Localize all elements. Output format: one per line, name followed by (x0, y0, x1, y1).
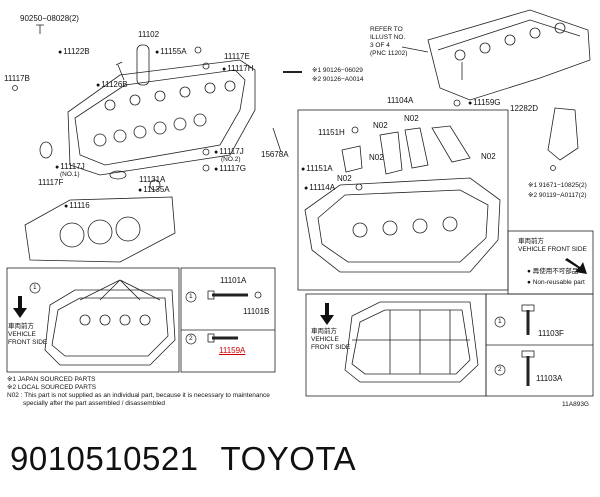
label-n02-e: N02 (481, 152, 496, 161)
label-11117h: 11117H (222, 64, 253, 74)
part-number: 9010510521 (10, 440, 199, 477)
label-11117j-no1-note: (NO.1) (60, 171, 80, 178)
illustration-ref-code: 11A893G (562, 401, 589, 408)
refer-line-2: ILLUST NO. (370, 34, 406, 41)
label-11122b: 11122B (58, 47, 89, 57)
label-11103a: 11103A (536, 374, 563, 383)
label-11155a: 11155A (155, 47, 186, 57)
label-11135a: 11135A (138, 185, 169, 195)
front-en1-mid: VEHICLE (311, 336, 339, 343)
callout-1-left: 1 (33, 284, 37, 291)
front-en2-mid: FRONT SIDE (311, 344, 351, 351)
label-11151a: 11151A (301, 164, 332, 174)
legend-line-3: N02 : This part is not supplied as an in… (7, 392, 270, 399)
cylinder-head-ports (93, 80, 236, 147)
callout-2-right: 2 (498, 366, 502, 373)
brand-name: TOYOTA (220, 440, 357, 477)
reuse-jp: ● 再使用不可部品 (527, 268, 579, 275)
label-11117g: 11117G (214, 164, 246, 174)
legend-line-4: specially after the part assembled / dis… (23, 400, 165, 407)
label-90126-jp: ※1 90126−06029 (312, 67, 363, 74)
label-11151h: 11151H (318, 128, 345, 137)
front-jp-left: 車両前方 (8, 323, 34, 330)
front-en2-left: FRONT SIDE (8, 339, 48, 346)
label-11114a: 11114A (304, 183, 335, 193)
label-11117e: 11117E (224, 52, 250, 61)
label-11101b: 11101B (243, 307, 270, 316)
head-gasket-drawing (24, 196, 176, 263)
cam-cover-drawing (427, 9, 591, 101)
legend: ※1 JAPAN SOURCED PARTS ※2 LOCAL SOURCED … (7, 376, 270, 408)
vehicle-front-arrow-right (565, 258, 587, 274)
callout-1-right: 1 (498, 318, 502, 325)
front-jp-mid: 車両前方 (311, 328, 337, 335)
label-11126b: 11126B (96, 80, 127, 90)
label-11102: 11102 (138, 30, 160, 39)
label-11101a: 11101A (220, 276, 247, 285)
label-n02-c: N02 (369, 153, 384, 162)
label-n02-d: N02 (337, 174, 352, 183)
label-11103f: 11103F (538, 329, 564, 338)
vehicle-front-arrow-left (13, 296, 27, 318)
callout-1-bolt: 1 (189, 293, 193, 300)
refer-line-3: 3 OF 4 (370, 42, 390, 49)
label-11117b: 11117B (4, 74, 30, 83)
label-11159g: 11159G (468, 98, 500, 108)
label-11159a-highlighted[interactable]: 11159A (219, 346, 246, 355)
legend-line-2: ※2 LOCAL SOURCED PARTS (7, 384, 97, 391)
refer-line-4: (PNC 11202) (370, 50, 408, 57)
exploded-parts-diagram (6, 9, 594, 397)
label-90250: 90250−08028(2) (20, 14, 79, 23)
label-90126-local: ※2 90126−A0014 (312, 76, 364, 83)
label-11104a: 11104A (387, 96, 414, 105)
front-en1-left: VEHICLE (8, 331, 36, 338)
label-91671: ※1 91671−10825(2) (528, 182, 587, 189)
label-11117j-no2-note: (NO.2) (221, 156, 241, 163)
label-11116: 11116 (64, 201, 89, 211)
footer-title: 9010510521 TOYOTA (10, 440, 378, 478)
label-12282d: 12282D (510, 104, 539, 113)
label-11117f: 11117F (38, 178, 64, 187)
label-n02-b: N02 (404, 114, 419, 123)
reuse-en: ● Non-reusable part (527, 279, 585, 286)
label-11131a: 11131A (139, 175, 166, 184)
refer-line-1: REFER TO (370, 26, 403, 33)
legend-line-1: ※1 JAPAN SOURCED PARTS (7, 376, 96, 383)
label-11117j-no1: 11117J (55, 162, 84, 172)
vehicle-front-arrow-mid (320, 303, 334, 325)
label-11117j-no2: 11117J (214, 147, 243, 157)
label-n02-a: N02 (373, 121, 388, 130)
front-jp-right: 車両前方 (518, 238, 544, 245)
callout-2-bolt: 2 (189, 335, 193, 342)
front-en-right: VEHICLE FRONT SIDE (518, 246, 587, 253)
label-90119: ※2 90119−A0117(2) (528, 192, 587, 199)
label-15678a: 15678A (261, 150, 289, 159)
